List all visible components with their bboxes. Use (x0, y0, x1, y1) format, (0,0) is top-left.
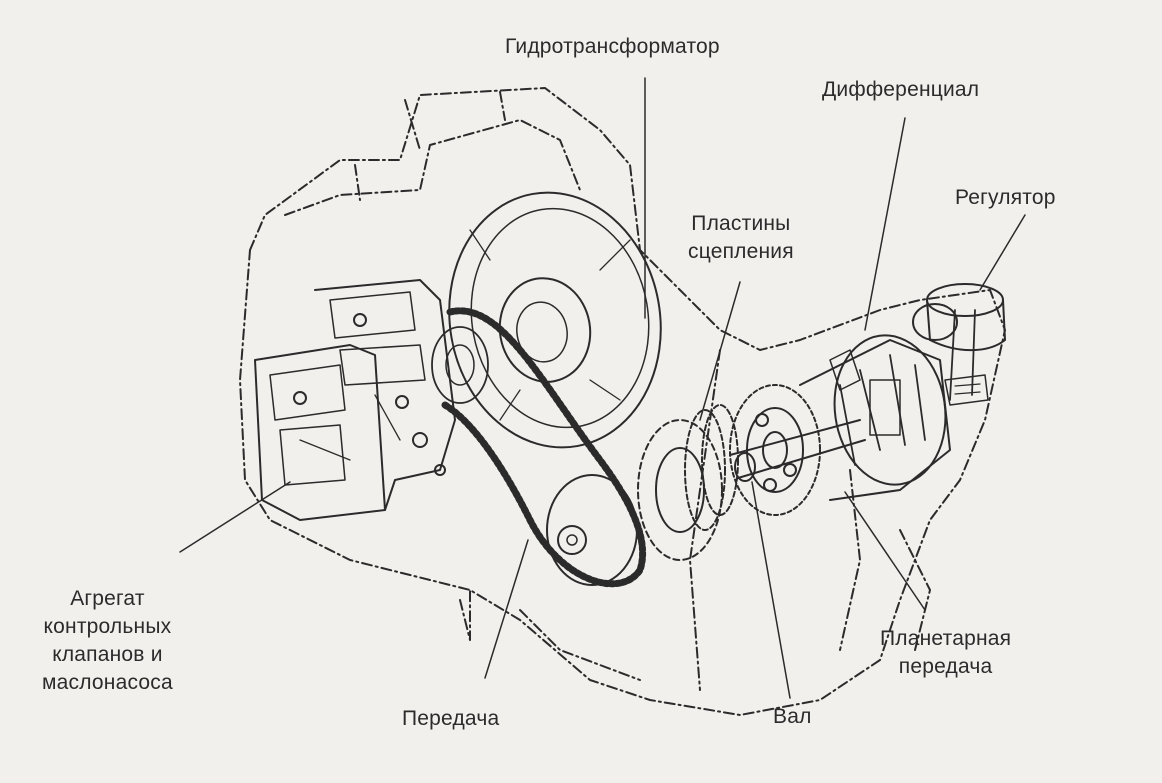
clutch-plates (637, 404, 739, 561)
drive-chain-label: Передача (402, 707, 500, 730)
clutch-plates-label-line2: сцепления (688, 240, 794, 263)
valve-body-label-line4: маслонасоса (42, 671, 173, 694)
leader-lines (179, 77, 1026, 699)
differential-label: Дифференциал (822, 78, 980, 101)
governor-label: Регулятор (955, 186, 1056, 209)
planetary-gear-label: Планетарная передача (880, 625, 1011, 681)
planetary-gear-label-line2: передача (898, 655, 993, 678)
valve-body-label-line1: Агрегат (70, 587, 145, 610)
torque-converter-label: Гидротрансформатор (505, 35, 720, 58)
clutch-plates-label: Пластины сцепления (688, 210, 794, 266)
planetary-gear-label-line1: Планетарная (880, 627, 1012, 650)
drive-chain (441, 307, 647, 588)
governor (912, 283, 1006, 406)
valve-body-label-line2: контрольных (43, 615, 172, 638)
differential (799, 334, 951, 501)
planetary-gear (729, 384, 821, 516)
clutch-plates-label-line1: Пластины (691, 212, 791, 235)
shaft-label: Вал (773, 705, 812, 728)
valve-body-label: Агрегат контрольных клапанов и маслонасо… (42, 585, 173, 697)
valve-body (254, 279, 489, 521)
valve-body-label-line3: клапанов и (52, 643, 163, 666)
torque-converter (448, 191, 662, 449)
